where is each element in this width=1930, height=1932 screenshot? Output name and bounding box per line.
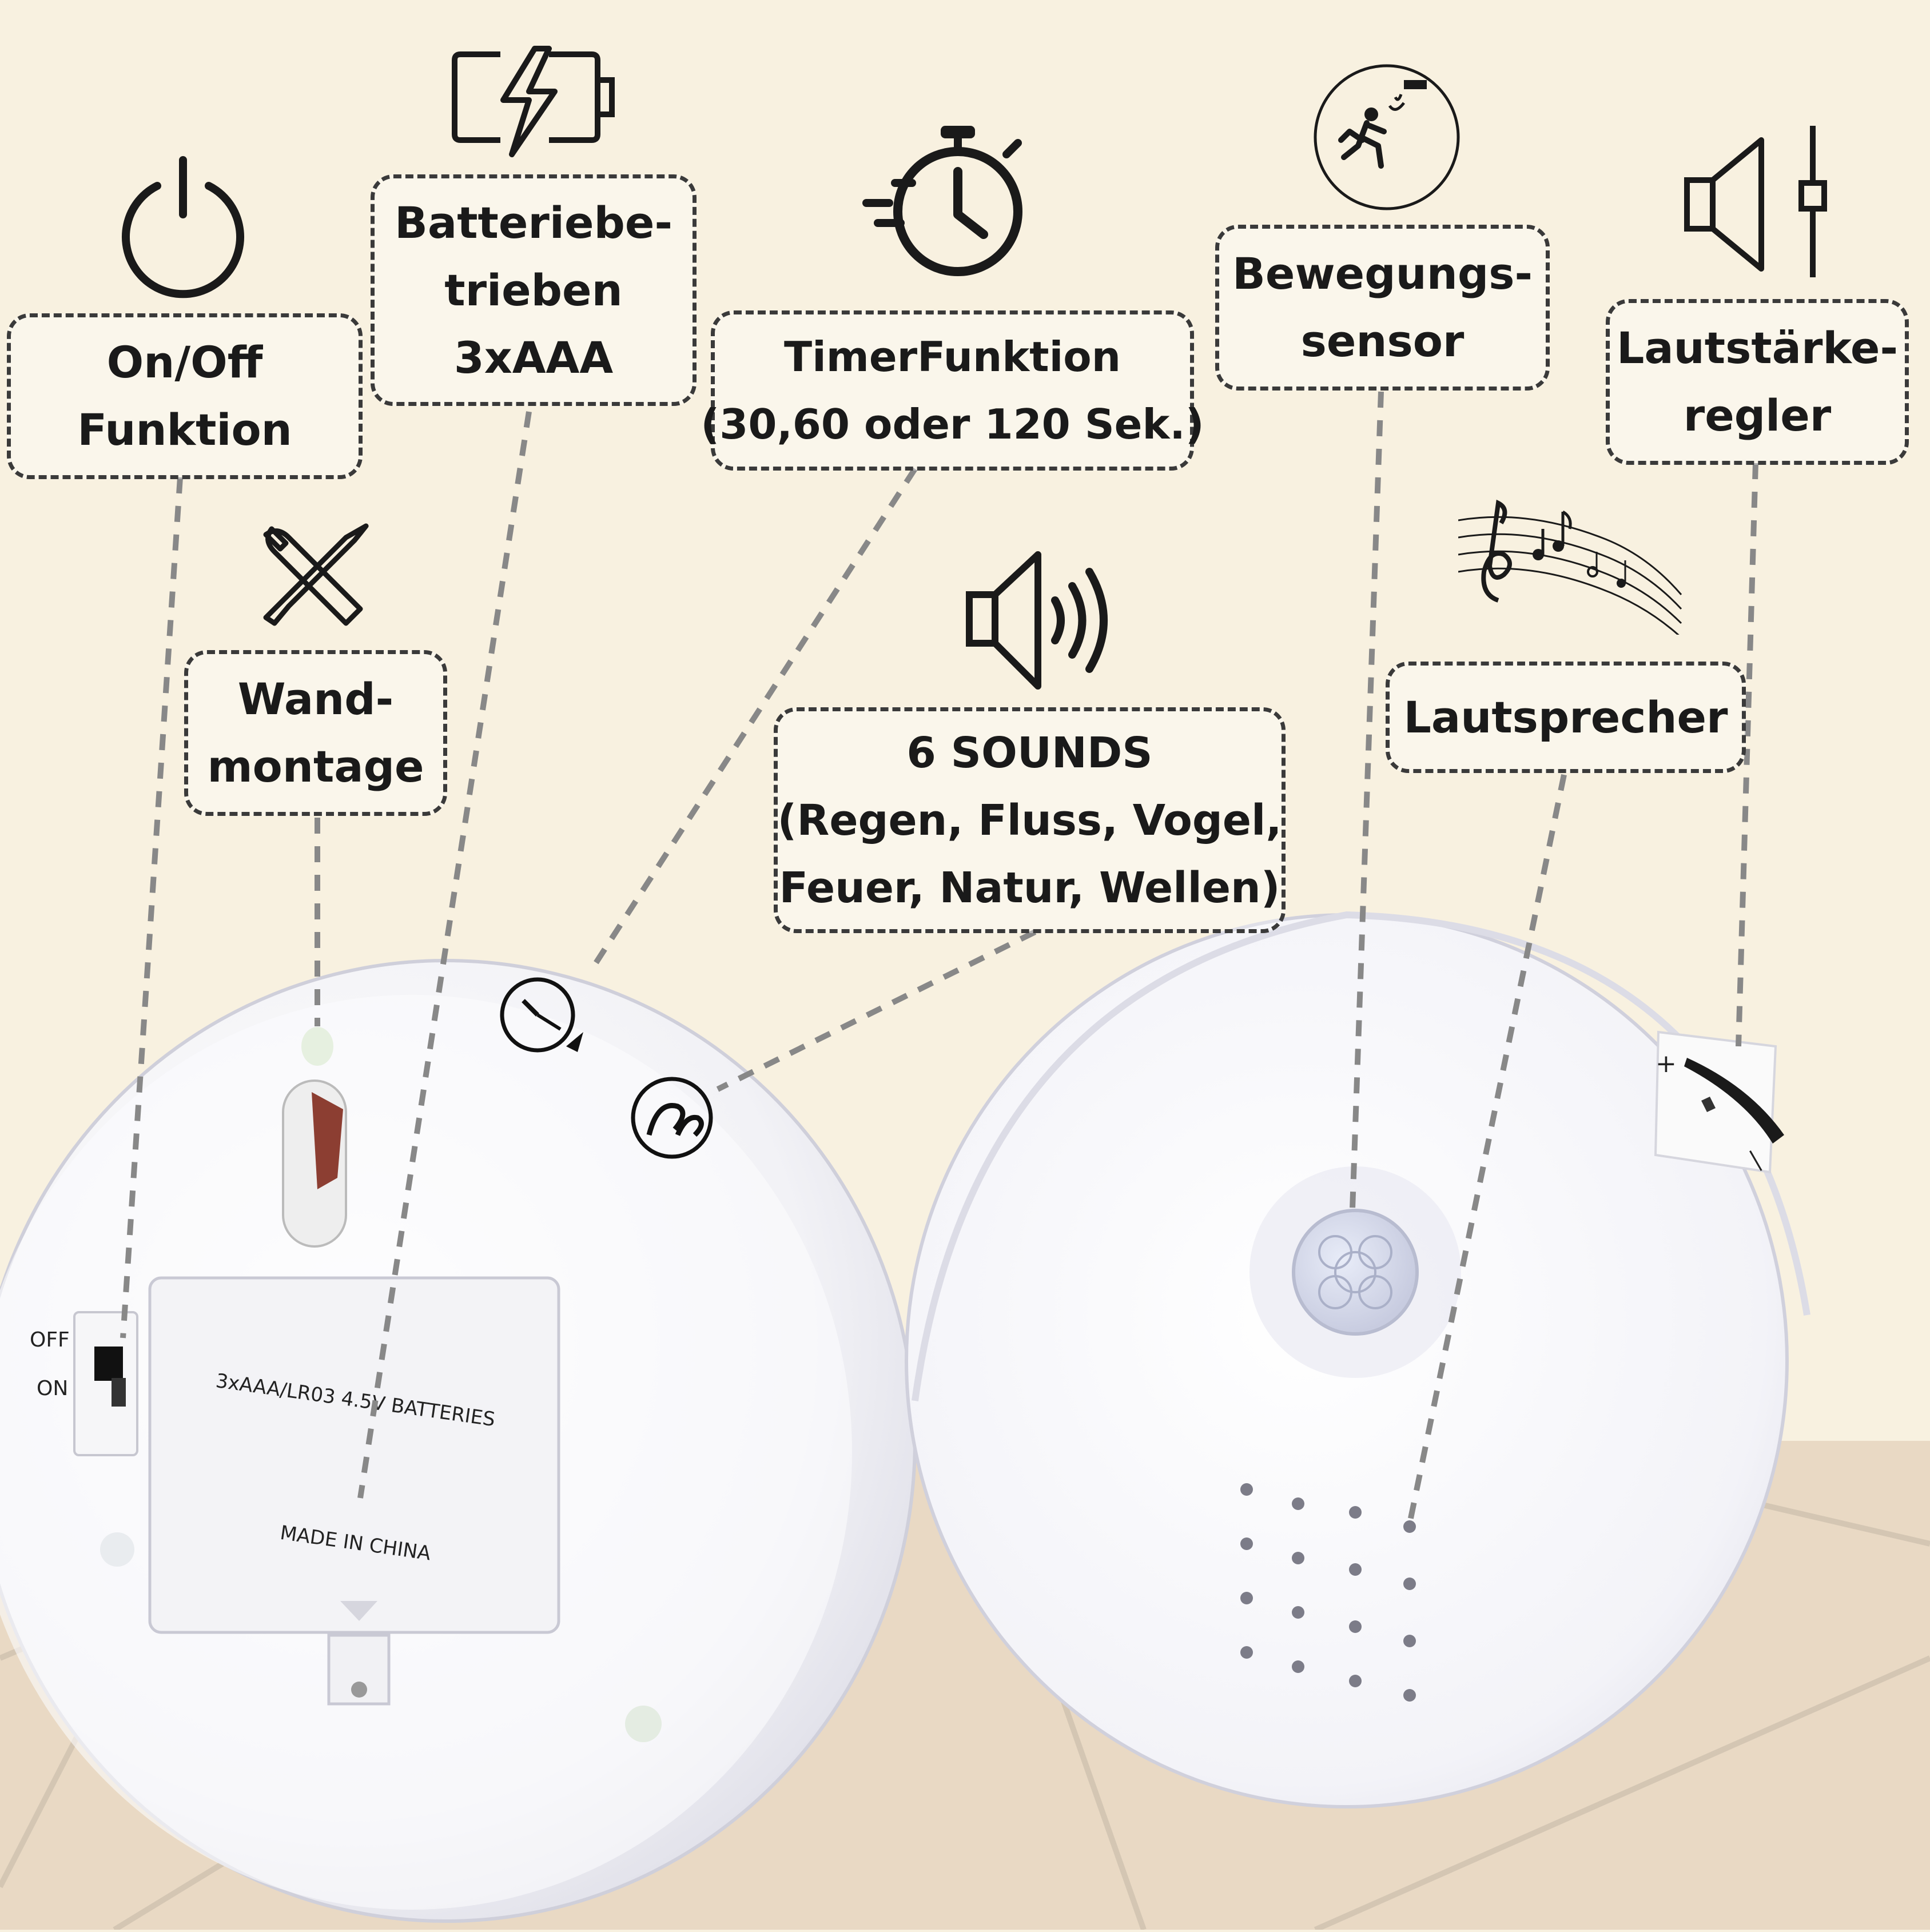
motion-sensor-icon xyxy=(1314,64,1460,210)
label-wall-mount: Wand- montage xyxy=(184,650,447,816)
label-motion-line-1: Bewegungs- xyxy=(1232,248,1533,299)
label-timer-line-2: (30,60 oder 120 Sek.) xyxy=(701,400,1204,448)
label-timer-line-1: TimerFunktion xyxy=(784,333,1121,381)
label-battery-line-2: trieben xyxy=(444,264,623,316)
speaker-grille xyxy=(1240,1483,1416,1702)
label-wall-mount-line-1: Wand- xyxy=(237,674,394,724)
switch-off-label: OFF xyxy=(30,1328,70,1352)
power-icon xyxy=(122,156,244,298)
label-sounds-line-1: 6 SOUNDS xyxy=(906,728,1153,778)
label-battery-line-1: Batteriebe- xyxy=(395,197,672,248)
label-speaker-line-1: Lautsprecher xyxy=(1403,691,1728,743)
label-on-off-line-2: Funktion xyxy=(77,404,292,455)
sound-button xyxy=(631,1077,713,1159)
label-wall-mount-line-2: montage xyxy=(207,741,424,792)
battery-cover xyxy=(148,1276,560,1634)
label-sounds: 6 SOUNDS (Regen, Fluss, Vogel, Feuer, Na… xyxy=(774,707,1286,933)
label-battery-line-3: 3xAAA xyxy=(453,332,614,383)
label-on-off-line-1: On/Off xyxy=(106,337,263,388)
label-motion: Bewegungs- sensor xyxy=(1215,225,1550,391)
label-speaker: Lautsprecher xyxy=(1386,662,1746,773)
on-off-switch xyxy=(73,1311,138,1456)
pir-sensor xyxy=(1292,1209,1419,1336)
leader-lines xyxy=(120,391,1758,1525)
label-battery: Batteriebe- trieben 3xAAA xyxy=(371,174,697,406)
label-sounds-line-3: Feuer, Natur, Wellen) xyxy=(779,863,1280,913)
label-volume-line-1: Lautstärke- xyxy=(1616,322,1899,373)
volume-wheel: + — xyxy=(1654,1030,1784,1178)
timer-button xyxy=(500,977,583,1053)
label-volume: Lautstärke- regler xyxy=(1606,299,1909,465)
volume-slider-icon xyxy=(1684,126,1827,277)
volume-plus: + xyxy=(1656,1049,1677,1078)
label-volume-line-2: regler xyxy=(1683,390,1832,441)
label-motion-line-2: sensor xyxy=(1300,316,1465,367)
label-on-off: On/Off Funktion xyxy=(7,313,363,479)
switch-on-label: ON xyxy=(37,1377,68,1400)
battery-charging-icon xyxy=(452,46,615,157)
stopwatch-icon xyxy=(862,126,1022,276)
label-sounds-line-2: (Regen, Fluss, Vogel, xyxy=(777,795,1282,845)
tools-icon xyxy=(263,523,369,626)
device-front: + — xyxy=(905,911,1810,1808)
music-notes-icon xyxy=(1458,499,1682,635)
device-back: 3xAAA/LR03 4.5V BATTERIES MADE IN CHINA … xyxy=(0,959,917,1923)
speaker-waves-icon xyxy=(966,551,1108,690)
label-timer: TimerFunktion (30,60 oder 120 Sek.) xyxy=(701,310,1204,471)
